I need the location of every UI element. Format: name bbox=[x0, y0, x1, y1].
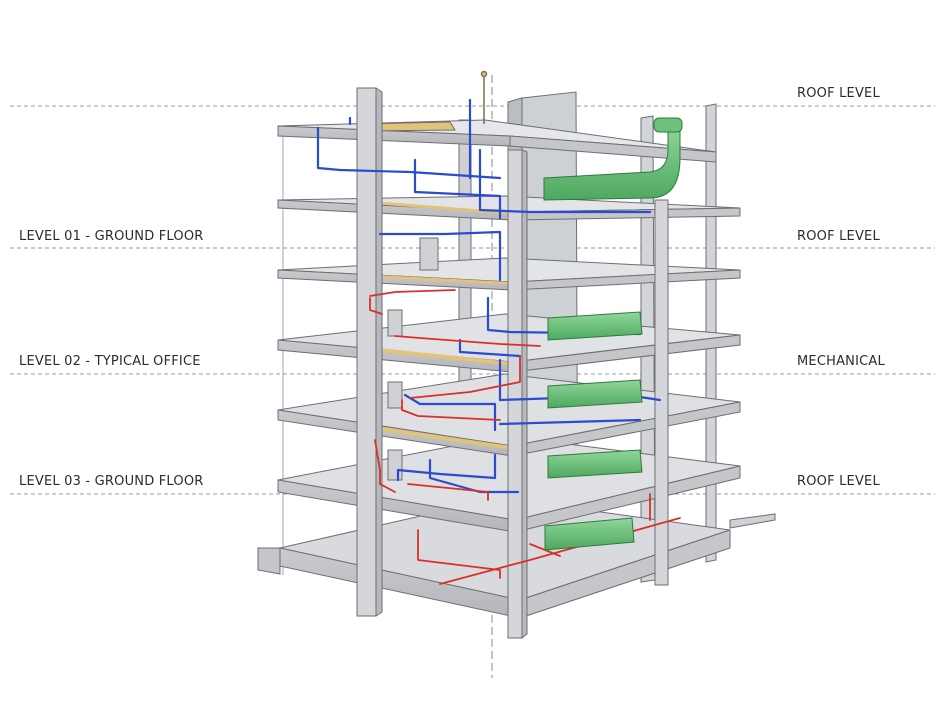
ducts bbox=[543, 117, 683, 551]
label-level-01: LEVEL 01 - GROUND FLOOR bbox=[19, 229, 204, 244]
label-mechanical: MECHANICAL bbox=[797, 354, 885, 369]
roof-vent-mast bbox=[480, 70, 488, 124]
label-roof-level-03: ROOF LEVEL bbox=[797, 474, 880, 489]
slab-roof bbox=[277, 119, 717, 163]
label-roof-level-top: ROOF LEVEL bbox=[797, 86, 880, 101]
label-level-02: LEVEL 02 - TYPICAL OFFICE bbox=[19, 354, 201, 369]
label-level-03: LEVEL 03 - GROUND FLOOR bbox=[19, 474, 204, 489]
return-pipes bbox=[369, 289, 681, 585]
front-columns bbox=[356, 87, 669, 640]
label-roof-level-01: ROOF LEVEL bbox=[797, 229, 880, 244]
